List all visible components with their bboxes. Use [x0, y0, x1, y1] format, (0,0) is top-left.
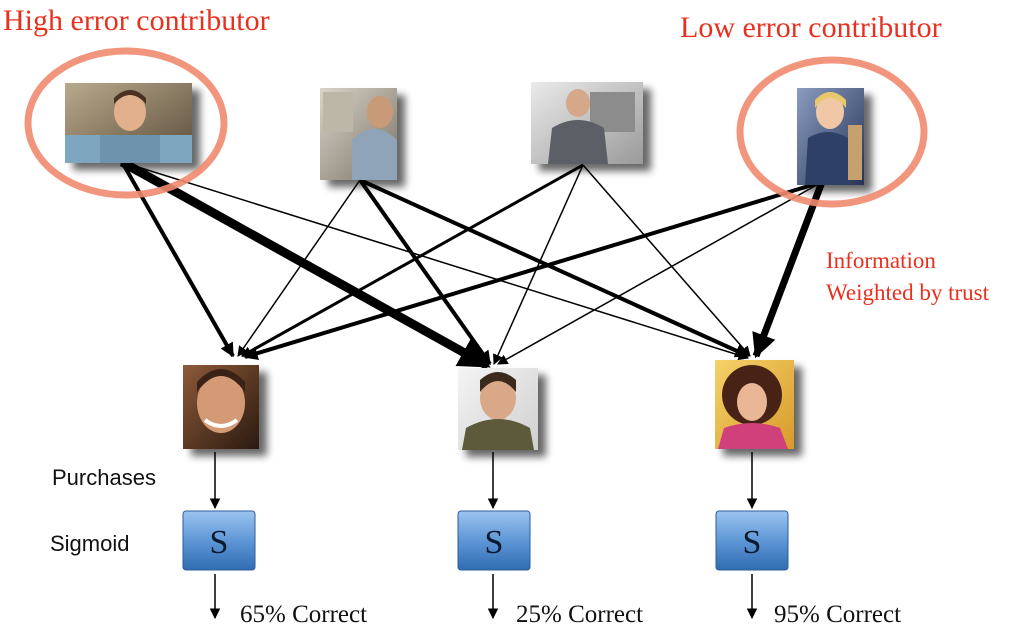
sigmoid-letter-2: S [485, 524, 504, 561]
sigmoid-letter-1: S [210, 524, 229, 561]
consumer-1-photo [183, 365, 259, 449]
purchases-label: Purchases [52, 465, 156, 490]
consumer-3-photo [715, 360, 794, 449]
edge-c3-p1 [241, 163, 584, 358]
edge-c3-p2 [493, 164, 584, 365]
edge-c2-p3 [359, 178, 750, 358]
sigmoid-letter-3: S [743, 524, 762, 561]
result-1-label: 65% Correct [240, 601, 367, 628]
edge-c2-p2 [358, 178, 492, 366]
consumer-2-photo [458, 368, 538, 450]
sigmoid-box-2: S [457, 510, 531, 571]
edge-c2-p1 [237, 179, 361, 357]
output-arrows [209, 574, 758, 620]
information-label: Information [826, 248, 936, 273]
sigmoid-box-3: S [715, 510, 789, 571]
weighted-by-trust-label: Weighted by trust [826, 280, 990, 305]
low-error-highlight [736, 56, 928, 208]
edge-c4-p1 [243, 180, 823, 361]
contributor-1-photo [65, 83, 192, 163]
high-error-highlight [24, 47, 228, 199]
edge-c4-p2 [497, 181, 823, 365]
high-error-label: High error contributor [3, 4, 270, 37]
contributor-4-photo [797, 88, 864, 185]
trust-edges [119, 158, 826, 370]
sigmoid-label: Sigmoid [50, 531, 129, 556]
result-2-label: 25% Correct [516, 601, 643, 628]
edge-c1-p2 [119, 158, 491, 370]
contributor-2-photo [320, 88, 397, 180]
low-error-label: Low error contributor [680, 11, 942, 44]
sigmoid-box-1: S [182, 510, 256, 571]
purchase-arrows [209, 452, 758, 510]
edge-c3-p3 [582, 164, 751, 357]
contributor-3-photo [531, 82, 643, 164]
result-3-label: 95% Correct [774, 601, 901, 628]
edge-c1-p3 [121, 161, 750, 361]
edge-c4-p3 [752, 180, 826, 359]
